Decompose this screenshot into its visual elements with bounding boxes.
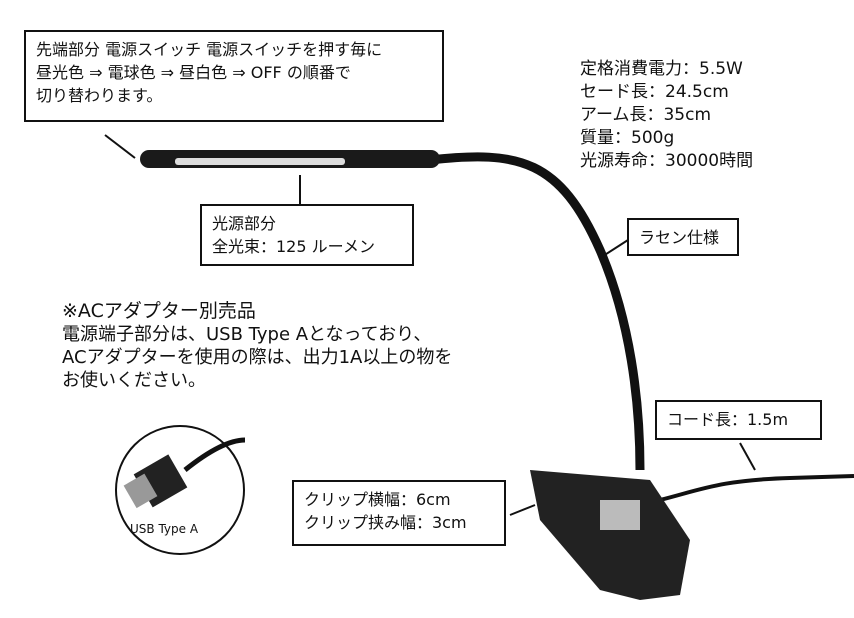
spec-line: セード長：24.5cm	[580, 82, 729, 102]
adapter-note: ※ACアダプター別売品 電源端子部分は、USB Type Aとなっており、 AC…	[62, 300, 452, 392]
spiral-box: ラセン仕様	[627, 218, 739, 256]
cord-box: コード長：1.5m	[655, 400, 822, 440]
usb-label: USB Type A	[130, 522, 199, 536]
clip-line: クリップ挟み幅：3cm	[304, 513, 467, 532]
adapter-note-line: お使いください。	[62, 370, 206, 391]
led-strip	[175, 158, 345, 165]
light-source-line: 全光束：125 ルーメン	[212, 237, 375, 256]
gooseneck-arm	[429, 152, 645, 471]
clip-box: クリップ横幅：6cm クリップ挟み幅：3cm	[292, 480, 506, 546]
switch-note-box: 先端部分 電源スイッチ 電源スイッチを押す毎に 昼光色 ⇒ 電球色 ⇒ 昼白色 …	[24, 30, 444, 122]
light-source-box: 光源部分 全光束：125 ルーメン	[200, 204, 414, 266]
adapter-note-title: ※ACアダプター別売品	[62, 300, 256, 322]
spiral-label: ラセン仕様	[639, 228, 720, 247]
switch-note-line: 切り替わります。	[36, 86, 163, 105]
clip-label	[600, 500, 640, 530]
spec-line: 質量：500g	[580, 128, 675, 148]
spec-line: 定格消費電力：5.5W	[580, 59, 743, 79]
spec-line: 光源寿命：30000時間	[580, 151, 754, 171]
switch-note-line: 先端部分 電源スイッチ 電源スイッチを押す毎に	[36, 40, 383, 59]
specs: 定格消費電力：5.5W セード長：24.5cm アーム長：35cm 質量：500…	[580, 58, 753, 173]
power-cord	[659, 474, 854, 502]
clip	[530, 470, 690, 600]
spec-line: アーム長：35cm	[580, 105, 712, 125]
adapter-note-line: ACアダプターを使用の際は、出力1A以上の物を	[62, 347, 453, 368]
cord-label: コード長：1.5m	[667, 410, 789, 429]
adapter-note-line: 電源端子部分は、USB Type Aとなっており、	[62, 324, 432, 345]
clip-line: クリップ横幅：6cm	[304, 490, 451, 509]
switch-note-line: 昼光色 ⇒ 電球色 ⇒ 昼白色 ⇒ OFF の順番で	[36, 63, 351, 82]
light-source-line: 光源部分	[212, 214, 277, 233]
